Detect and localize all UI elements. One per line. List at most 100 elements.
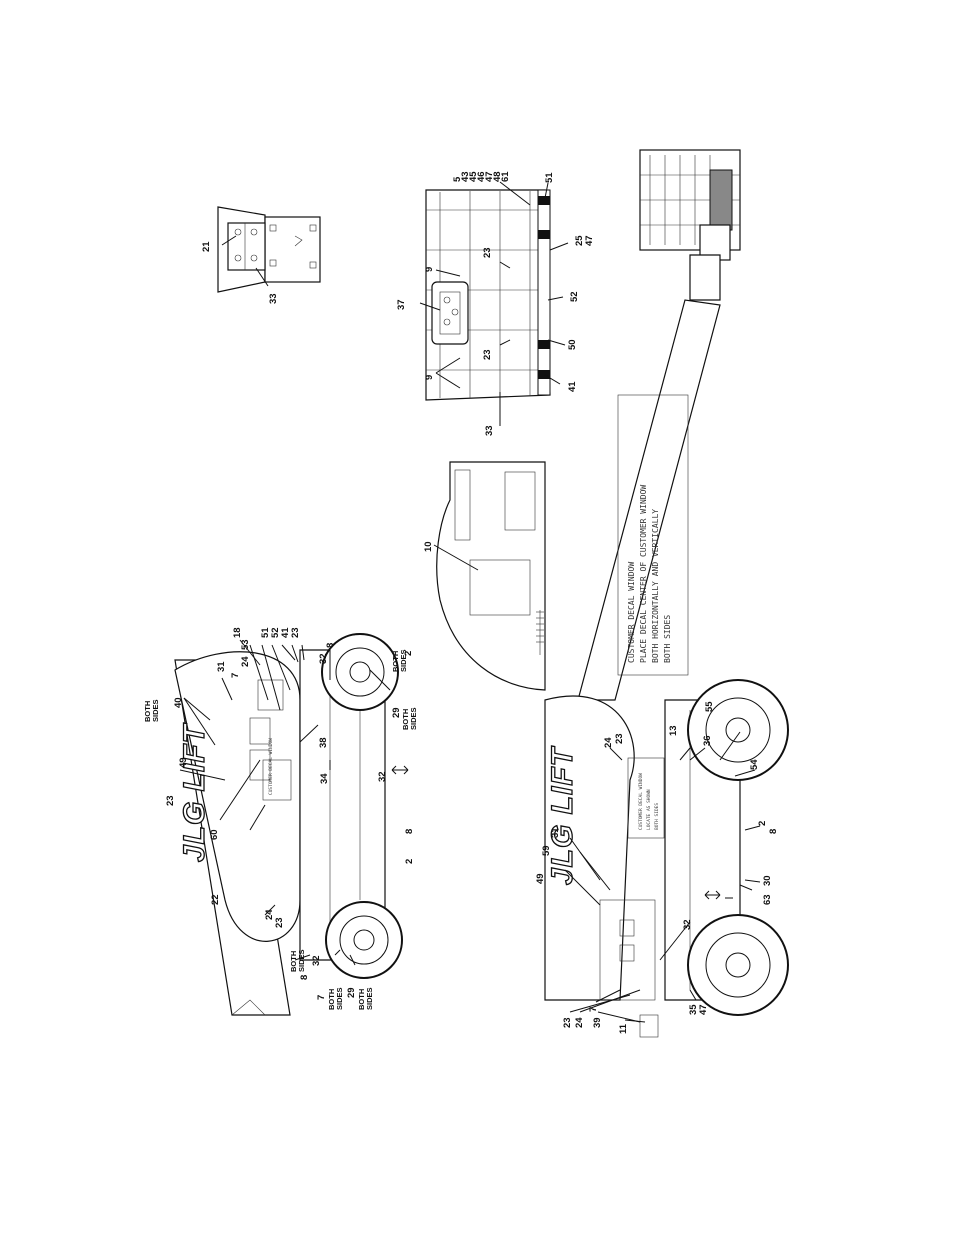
callout-48: 48: [492, 171, 503, 182]
jlg-lift-logo: JLG LIFT: [546, 745, 579, 885]
callout-32: 32: [311, 955, 322, 966]
callout-23: 23: [482, 247, 493, 258]
callout-5: 5: [452, 176, 463, 182]
decal-line: CUSTOMER DECAL WINDOW: [627, 562, 636, 663]
callout-41: 41: [567, 381, 578, 392]
note-both-sides: SIDES: [365, 987, 374, 1010]
boom-decal-window: CUSTOMER DECAL WINDOW PLACE DECAL CENTER…: [627, 485, 672, 663]
platform-basket-view: 37 9 23 23 9 33 41 50 52 25 47 51 5 43 4…: [396, 171, 595, 436]
callout-10: 10: [423, 541, 434, 552]
callout-54: 54: [749, 759, 760, 770]
note-both-sides: BOTH: [357, 989, 366, 1010]
decal-text: CUSTOMER DECAL WINDOW: [638, 773, 644, 830]
callout-31: 31: [216, 661, 227, 672]
note-both-sides: SIDES: [409, 707, 418, 730]
callout-7: 7: [316, 995, 327, 1000]
callout-32: 32: [318, 653, 329, 664]
decal-line: PLACE DECAL CENTER OF CUSTOMER WINDOW: [639, 485, 648, 663]
callout-36: 36: [702, 735, 713, 746]
callout-46: 46: [476, 171, 487, 182]
callout-8: 8: [404, 829, 415, 834]
callout-61: 61: [500, 171, 511, 182]
wheel-rear: [325, 901, 403, 979]
callout-55: 55: [704, 701, 715, 712]
callout-52: 52: [270, 627, 281, 638]
callout-30: 30: [762, 875, 773, 886]
callout-31: 31: [550, 827, 561, 838]
decal-text: LOCATE AS SHOWN: [646, 789, 652, 830]
callout-50: 50: [567, 339, 578, 350]
callout-2: 2: [403, 651, 414, 656]
callout-47: 47: [698, 1004, 709, 1015]
callout-32: 32: [377, 771, 388, 782]
callout-9: 9: [424, 267, 435, 272]
decal-line: BOTH SIDES: [663, 615, 672, 663]
decal-text: BOTH SIDES: [654, 803, 660, 830]
callout-8: 8: [325, 643, 336, 648]
callout-23: 23: [165, 795, 176, 806]
note-both-sides: SIDES: [297, 949, 306, 972]
callout-2: 2: [757, 821, 768, 826]
note-both-sides: SIDES: [335, 987, 344, 1010]
callout-23: 23: [614, 733, 625, 744]
callout-38: 38: [318, 737, 329, 748]
callout-47: 47: [484, 171, 495, 182]
callout-13: 13: [668, 725, 679, 736]
callout-29: 29: [391, 707, 402, 718]
callout-24: 24: [240, 656, 251, 667]
callout-7: 7: [230, 673, 241, 678]
callout-39: 39: [592, 1017, 603, 1028]
jlg-lift-logo: JLG LIFT: [178, 722, 211, 862]
callout-32: 32: [682, 919, 693, 930]
callout-49: 49: [535, 873, 546, 884]
callout-43: 43: [460, 171, 471, 182]
wheel-front: [321, 633, 399, 711]
callout-52: 52: [569, 291, 580, 302]
callout-41: 41: [280, 627, 291, 638]
callout-34: 34: [319, 773, 330, 784]
callout-9: 9: [424, 375, 435, 380]
callout-47: 47: [584, 235, 595, 246]
machine-left-side-view: JLG LIFT CUSTOMER DECAL WINDOW: [143, 627, 418, 1016]
callout-24: 24: [603, 737, 614, 748]
decal-line: BOTH HORIZONTALLY AND VERTICALLY: [651, 509, 660, 663]
callout-8: 8: [768, 829, 779, 834]
callout-25: 25: [574, 235, 585, 246]
wheel-front: [687, 679, 789, 781]
note-both-sides: BOTH: [289, 951, 298, 972]
callout-23: 23: [290, 627, 301, 638]
full-machine-view: CUSTOMER DECAL WINDOW PLACE DECAL CENTER…: [535, 149, 789, 1038]
callout-49: 49: [178, 757, 189, 768]
callout-33: 33: [484, 425, 495, 436]
callout-29: 29: [346, 987, 357, 998]
callout-24: 24: [264, 909, 275, 920]
callout-51: 51: [260, 627, 271, 638]
callout-stack: 5 43 45 46 47 48 61: [452, 171, 511, 182]
callout-45: 45: [468, 171, 479, 182]
callout-2: 2: [404, 859, 415, 864]
wheel-rear: [687, 914, 789, 1016]
callout-23: 23: [562, 1017, 573, 1028]
callout-7: 7: [588, 1007, 599, 1012]
note-both-sides: SIDES: [151, 699, 160, 722]
note-both-sides: BOTH: [327, 989, 336, 1010]
callout-33: 33: [268, 293, 279, 304]
callout-11: 11: [618, 1023, 629, 1034]
callout-22: 22: [210, 894, 221, 905]
callout-60: 60: [209, 829, 220, 840]
note-both-sides: BOTH: [391, 651, 400, 672]
callout-21: 21: [201, 241, 212, 252]
turntable-side-view: 10: [423, 461, 546, 691]
callout-59: 59: [541, 845, 552, 856]
callout-35: 35: [688, 1004, 699, 1015]
note-both-sides: BOTH: [401, 709, 410, 730]
callout-53: 53: [240, 639, 251, 650]
platform-control-box-view: 21 33: [201, 206, 321, 304]
note-both-sides: SIDES: [399, 649, 408, 672]
callout-23: 23: [482, 349, 493, 360]
callout-51: 51: [544, 172, 555, 183]
callout-24: 24: [574, 1017, 585, 1028]
note-both-sides: BOTH: [143, 701, 152, 722]
callout-8: 8: [299, 975, 310, 980]
